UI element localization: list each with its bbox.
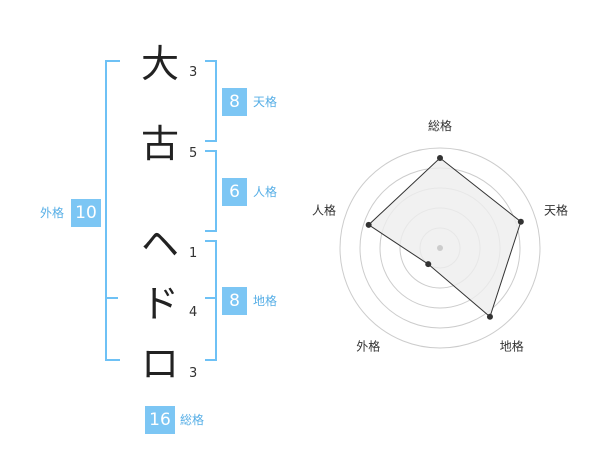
tenkaku-value: 8	[222, 88, 247, 116]
radar-point-4	[425, 261, 432, 268]
radar-axis-label-1: 総格	[428, 118, 452, 133]
soukaku-label: 総格	[180, 413, 205, 427]
name-char-1: 大	[140, 42, 179, 86]
chikaku-split-tick	[205, 297, 217, 299]
radar-axis-label-2: 天格	[544, 202, 568, 217]
radar-point-5	[365, 221, 372, 228]
chikaku-label: 地格	[253, 294, 278, 308]
radar-axis-label-3: 地格	[500, 339, 524, 354]
radar-polygon	[367, 157, 522, 318]
radar-ring	[339, 147, 541, 349]
chikaku-bracket	[205, 240, 217, 361]
tenkaku-label: 天格	[253, 95, 278, 109]
jinkaku-label: 人格	[253, 185, 278, 199]
radar-center-dot	[437, 245, 443, 251]
stroke-count-5: 3	[189, 366, 198, 381]
stroke-count-2: 5	[189, 146, 198, 161]
radar-point-1	[437, 155, 443, 161]
soukaku-value: 16	[145, 406, 175, 434]
gaikaku-label: 外格	[40, 206, 65, 220]
gaikaku-bracket	[105, 60, 120, 361]
radar-point-3	[486, 313, 493, 320]
stroke-count-1: 3	[189, 65, 198, 80]
stroke-count-4: 4	[189, 305, 198, 320]
name-analysis-diagram: 大 古 ヘ ド ロ 3 5 1 4 3 8 天格 6 人格 8 地格 外格 10…	[0, 0, 290, 470]
chikaku-value: 8	[222, 287, 247, 315]
jinkaku-bracket	[205, 150, 217, 232]
stroke-count-3: 1	[189, 246, 198, 261]
name-char-3: ヘ	[140, 222, 179, 266]
name-char-2: 古	[140, 122, 179, 166]
name-char-4: ド	[140, 282, 179, 326]
jinkaku-value: 6	[222, 178, 247, 206]
name-char-5: ロ	[140, 342, 179, 386]
radar-point-2	[517, 218, 524, 225]
gaikaku-value: 10	[71, 199, 101, 227]
radar-axis-label-4: 外格	[356, 339, 380, 354]
tenkaku-bracket	[205, 60, 217, 142]
gaikaku-split-tick	[105, 297, 118, 299]
radar-axis-label-5: 人格	[312, 202, 336, 217]
